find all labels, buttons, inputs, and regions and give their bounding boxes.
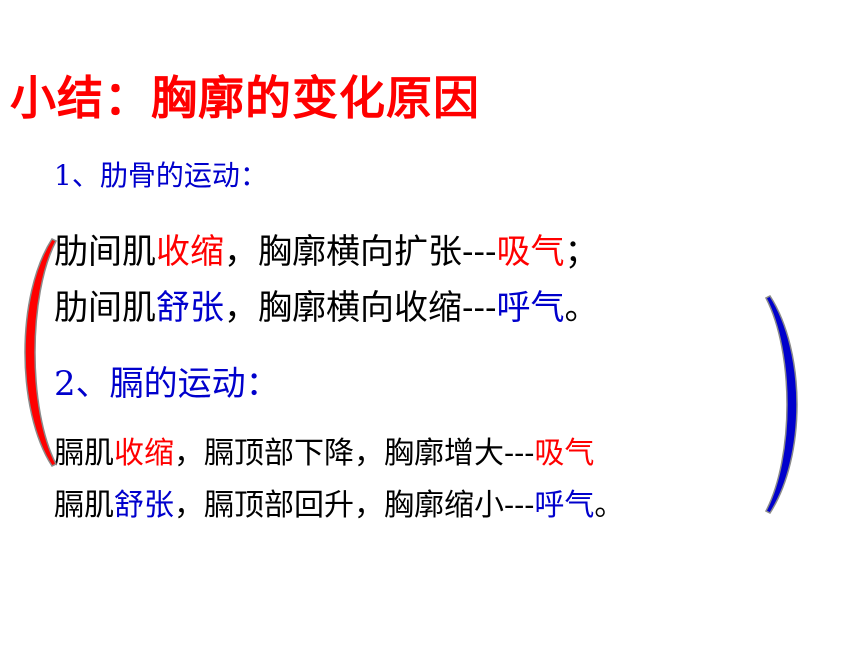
- effect-text: ，胸廓横向扩张---: [224, 232, 497, 272]
- section1-heading: 1、肋骨的运动：: [54, 159, 268, 192]
- muscle-label: 肋间肌: [54, 288, 156, 328]
- exhale-text: 呼气: [534, 488, 595, 523]
- punctuation: 。: [594, 488, 625, 523]
- inhale-text: 吸气: [534, 436, 595, 471]
- section2-heading: 2、膈的运动：: [54, 364, 280, 404]
- rib-line-inhale: 肋间肌收缩，胸廓横向扩张---吸气；: [54, 224, 598, 273]
- effect-text: ，膈顶部回升，胸廓缩小---: [174, 488, 535, 523]
- rib-line-exhale: 肋间肌舒张，胸廓横向收缩---呼气。: [54, 280, 598, 329]
- muscle-label: 膈肌: [54, 436, 114, 471]
- muscle-label: 膈肌: [54, 488, 114, 523]
- left-bracket: [24, 238, 58, 467]
- contract-text: 收缩: [114, 436, 174, 471]
- effect-text: ，胸廓横向收缩---: [224, 288, 497, 328]
- exhale-text: 呼气: [496, 288, 565, 328]
- diaphragm-line-inhale: 膈肌收缩，膈顶部下降，胸廓增大---吸气: [54, 428, 594, 472]
- effect-text: ，膈顶部下降，胸廓增大---: [174, 436, 535, 471]
- contract-text: 收缩: [156, 232, 224, 272]
- punctuation: ；: [564, 232, 599, 272]
- muscle-label: 肋间肌: [54, 232, 156, 272]
- diaphragm-line-exhale: 膈肌舒张，膈顶部回升，胸廓缩小---呼气。: [54, 480, 624, 524]
- right-bracket: [764, 295, 798, 514]
- punctuation: 。: [564, 288, 599, 328]
- inhale-text: 吸气: [496, 232, 565, 272]
- page-title: 小结：胸廓的变化原因: [10, 71, 480, 125]
- relax-text: 舒张: [114, 488, 174, 523]
- relax-text: 舒张: [156, 288, 224, 328]
